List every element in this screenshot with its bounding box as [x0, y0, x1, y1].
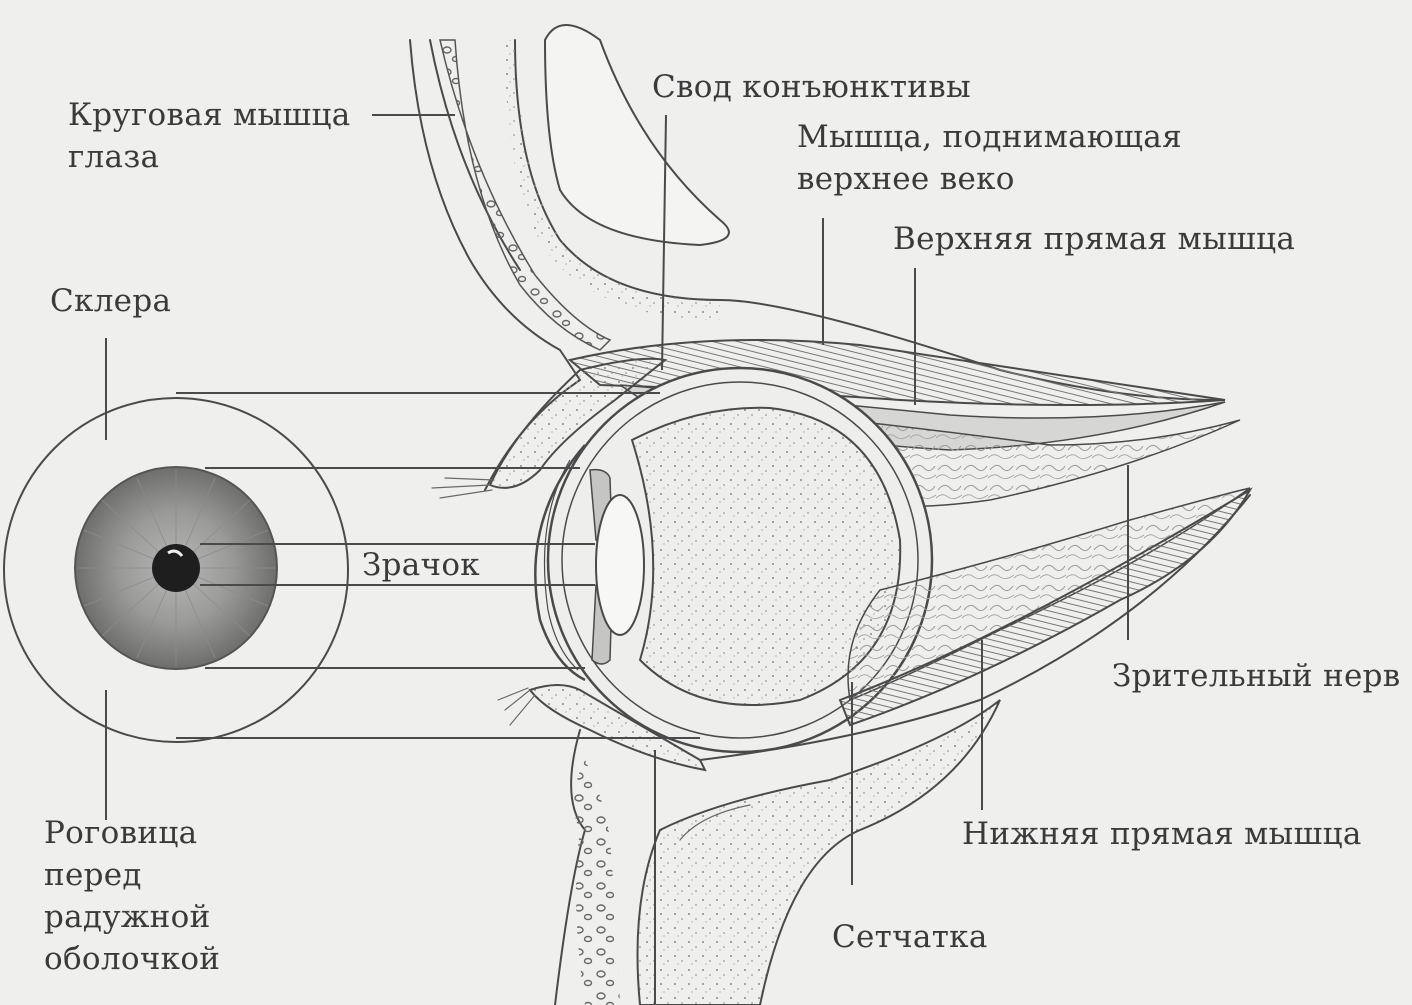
label-superior-rectus-text: Верхняя прямая мышца	[893, 221, 1296, 257]
orbital-floor	[699, 494, 1251, 761]
label-sclera-text: Склера	[50, 283, 172, 319]
upper-eyelid	[488, 357, 668, 489]
lower-eyelid	[528, 684, 707, 772]
label-retina: Сетчатка	[832, 916, 988, 958]
label-fornix-text: Свод конъюнктивы	[652, 69, 971, 105]
label-fornix: Свод конъюнктивы	[652, 66, 971, 108]
label-inferior-rectus-text: Нижняя прямая мышца	[962, 816, 1362, 852]
sagittal-section	[409, 24, 1253, 1005]
label-pupil-text: Зрачок	[362, 547, 480, 583]
label-optic-nerve-text: Зрительный нерв	[1112, 658, 1401, 694]
label-levator-line-2: верхнее веко	[797, 161, 1015, 197]
label-pupil: Зрачок	[362, 544, 480, 586]
maxilla-bone	[636, 699, 1001, 1005]
label-inferior-rectus: Нижняя прямая мышца	[962, 813, 1362, 855]
leader-fornix	[661, 114, 667, 371]
label-orbicularis-line-1: Круговая мышца	[68, 97, 351, 133]
label-retina-text: Сетчатка	[832, 919, 988, 955]
label-cornea-line-4: оболочкой	[44, 941, 221, 977]
label-cornea-line-1: Роговица	[44, 815, 198, 851]
eyeball-section	[534, 366, 934, 754]
label-cornea: Роговица перед радужной оболочкой	[44, 812, 220, 980]
label-levator-line-1: Мышца, поднимающая	[797, 119, 1182, 155]
front-sclera	[3, 397, 349, 743]
label-orbicularis-line-2: глаза	[68, 139, 160, 175]
front-view-eye	[3, 397, 349, 743]
label-superior-rectus: Верхняя прямая мышца	[893, 218, 1295, 260]
leader-lines	[105, 114, 1129, 1005]
label-sclera: Склера	[50, 280, 171, 322]
label-cornea-line-3: радужной	[44, 899, 211, 935]
label-cornea-line-2: перед	[44, 857, 142, 893]
orbicularis-band	[439, 39, 612, 351]
label-orbicularis: Круговая мышца глаза	[68, 94, 351, 178]
label-levator: Мышца, поднимающая верхнее веко	[797, 116, 1182, 200]
front-pupil	[152, 544, 200, 592]
label-optic-nerve: Зрительный нерв	[1112, 655, 1401, 697]
lens	[595, 494, 645, 636]
